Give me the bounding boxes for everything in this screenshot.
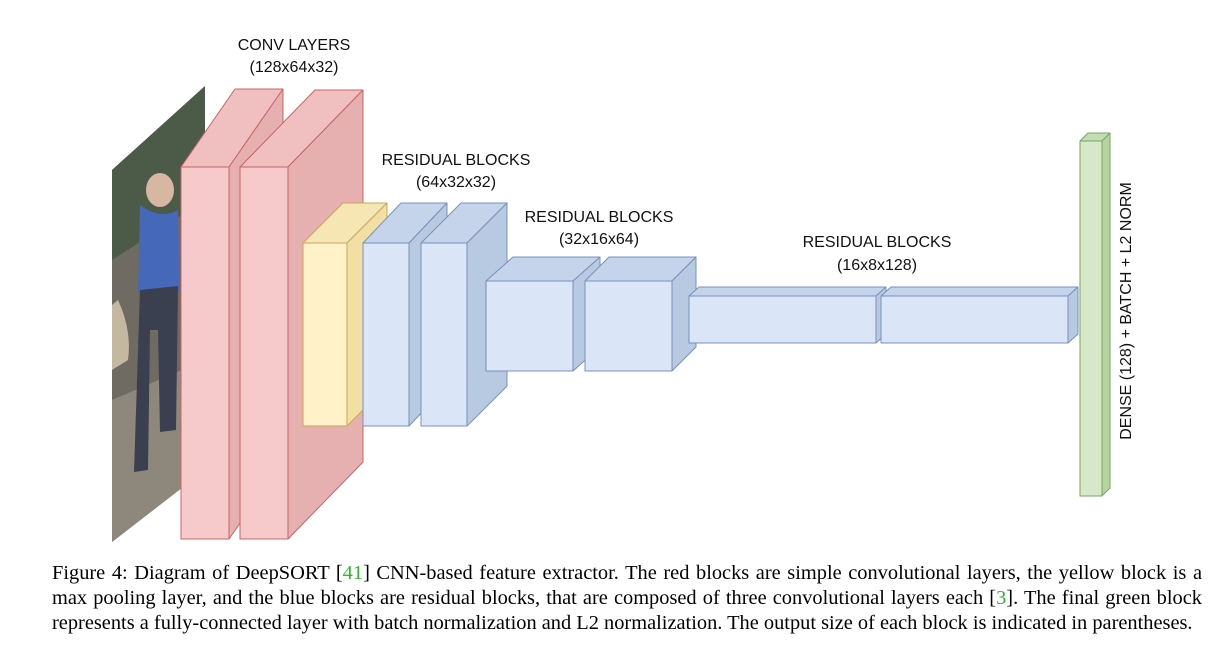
residual-block-1-front-face xyxy=(362,242,410,427)
residual-block-4 xyxy=(584,256,697,372)
svg-text:(128x64x32): (128x64x32) xyxy=(250,59,339,76)
residual-block-6-top-face xyxy=(880,286,1079,297)
residual-block-5-front-face xyxy=(688,295,877,344)
residual-block-6-front-face xyxy=(880,295,1069,344)
residual-block-3 xyxy=(485,256,601,372)
residual-block-6-side-face xyxy=(1067,286,1079,344)
conv-block-2-front-face xyxy=(239,166,289,540)
dense-block-side-face xyxy=(1101,132,1111,497)
max-pool-block-front-face xyxy=(302,242,348,427)
svg-text:RESIDUAL BLOCKS: RESIDUAL BLOCKS xyxy=(525,209,674,226)
svg-text:(64x32x32): (64x32x32) xyxy=(416,174,496,191)
residual-block-6 xyxy=(880,286,1079,344)
residual-block-3-front-face xyxy=(485,280,574,372)
residual-block-4-front-face xyxy=(584,280,673,372)
dense-block-front-face xyxy=(1079,140,1103,497)
conv-layers-label: CONV LAYERS (128x64x32) xyxy=(238,37,351,76)
svg-text:(16x8x128): (16x8x128) xyxy=(837,257,917,274)
residual-block-5-top-face xyxy=(688,286,887,297)
dense-block xyxy=(1079,132,1111,497)
citation-link-41[interactable]: 41 xyxy=(342,562,364,584)
residual-block-2-front-face xyxy=(420,242,468,427)
svg-text:CONV LAYERS: CONV LAYERS xyxy=(238,37,351,54)
cnn-architecture-diagram: CONV LAYERS (128x64x32) RESIDUAL BLOCKS … xyxy=(112,37,1135,542)
svg-text:(32x16x64): (32x16x64) xyxy=(559,231,639,248)
residual-blocks-1-label: RESIDUAL BLOCKS (64x32x32) xyxy=(382,152,531,191)
citation-link-3[interactable]: 3 xyxy=(996,587,1007,609)
residual-blocks-3-label: RESIDUAL BLOCKS (16x8x128) xyxy=(803,234,952,274)
figure-caption: Figure 4: Diagram of DeepSORT [41] CNN-b… xyxy=(52,562,1202,634)
residual-block-5 xyxy=(688,286,887,344)
conv-block-1-front-face xyxy=(180,166,230,540)
residual-blocks-2-label: RESIDUAL BLOCKS (32x16x64) xyxy=(525,209,674,248)
svg-text:RESIDUAL BLOCKS: RESIDUAL BLOCKS xyxy=(803,234,952,251)
dense-layer-label: DENSE (128) + BATCH + L2 NORM xyxy=(1118,182,1135,440)
svg-text:RESIDUAL BLOCKS: RESIDUAL BLOCKS xyxy=(382,152,531,169)
